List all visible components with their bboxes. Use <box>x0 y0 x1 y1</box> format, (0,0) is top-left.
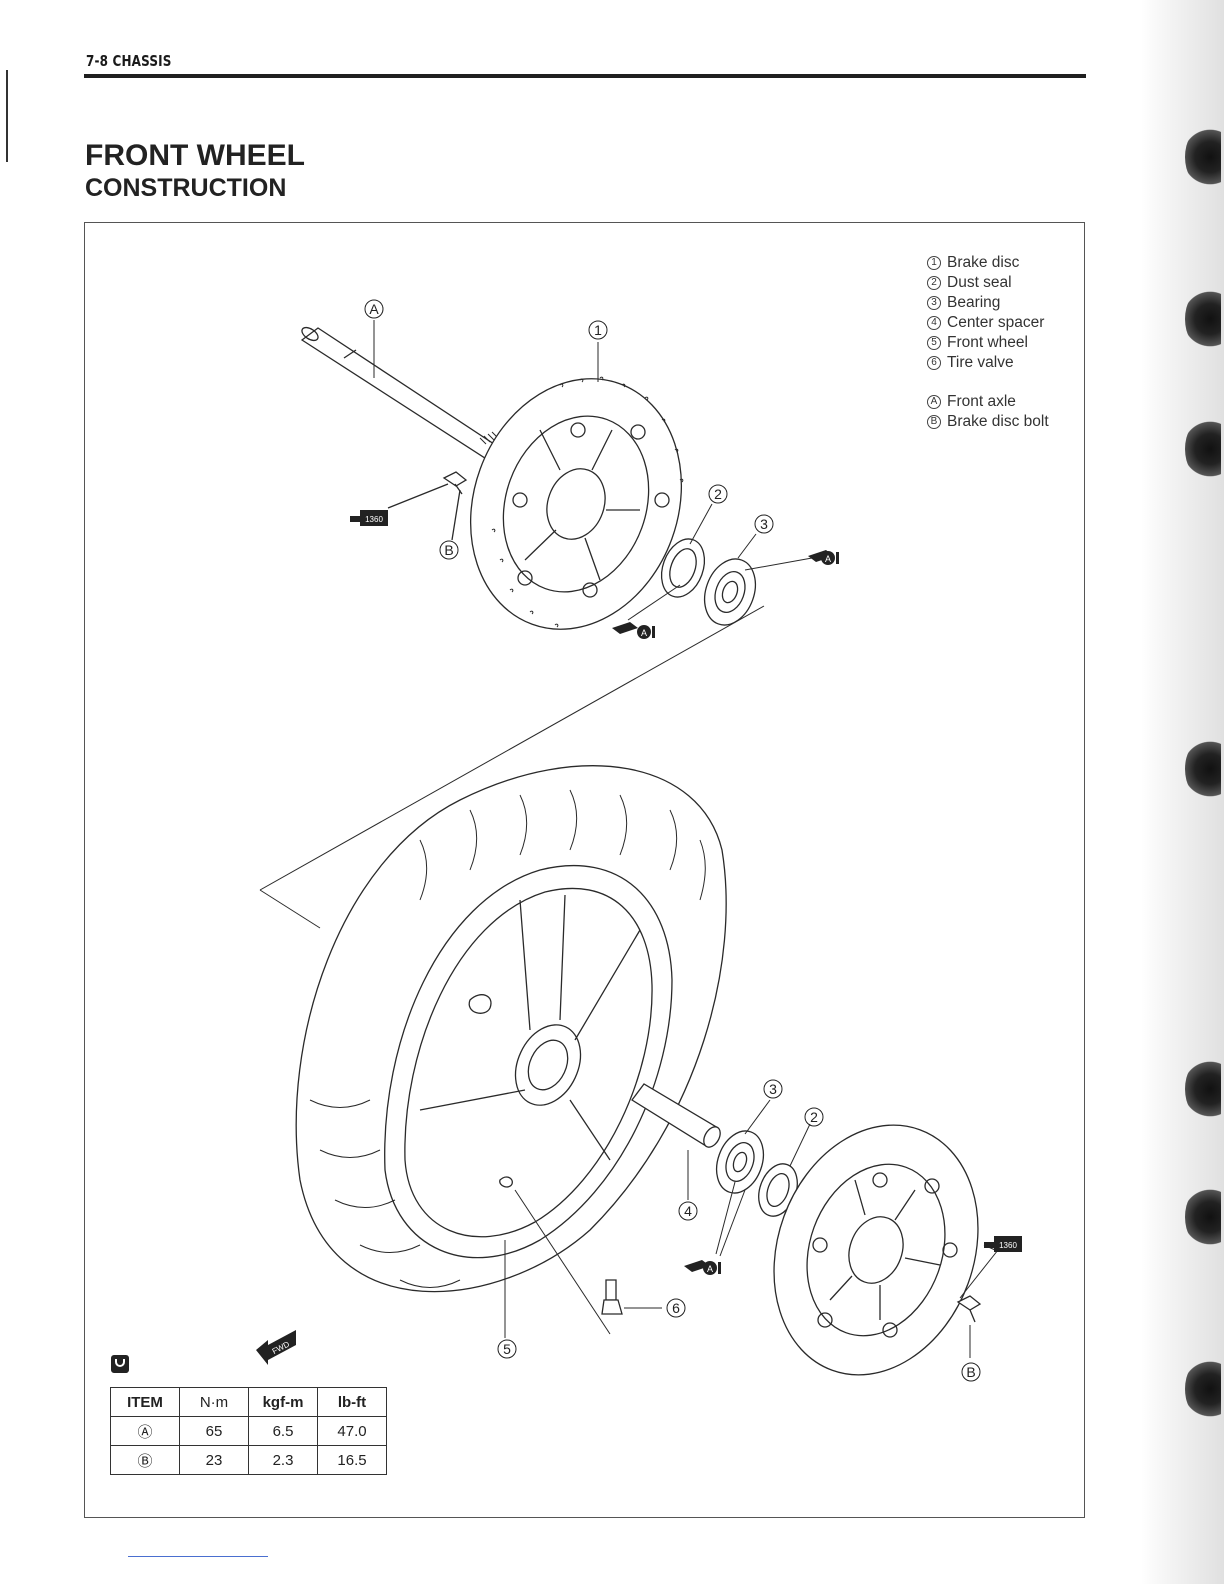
table-row: Ⓐ 65 6.5 47.0 <box>111 1417 387 1446</box>
torque-wrench-icon <box>111 1355 129 1373</box>
front-axle <box>300 325 500 460</box>
table-cell: Ⓐ <box>111 1417 180 1446</box>
torque-table: ITEM N·m kgf-m lb-ft Ⓐ 65 6.5 47.0 Ⓑ 23 … <box>110 1387 387 1475</box>
grease-icon: A <box>612 622 655 639</box>
table-cell: 6.5 <box>249 1417 318 1446</box>
svg-text:A: A <box>825 554 831 564</box>
grease-icon: A <box>808 550 839 565</box>
brake-disc-bolt-upper <box>388 472 466 540</box>
binder-hole <box>1185 128 1221 186</box>
table-cell: 23 <box>180 1446 249 1475</box>
table-row: Ⓑ 23 2.3 16.5 <box>111 1446 387 1475</box>
fwd-arrow-icon: FWD <box>256 1330 296 1365</box>
column-header: N·m <box>180 1388 249 1417</box>
callout-6: 6 <box>672 1300 680 1316</box>
thread-lock-icon: 1360 <box>350 510 388 526</box>
callout-a: A <box>369 301 379 317</box>
callout-5: 5 <box>503 1341 511 1357</box>
brake-disc-lower <box>740 1096 1012 1404</box>
table-cell: Ⓑ <box>111 1446 180 1475</box>
grease-icon: A <box>684 1260 721 1275</box>
thread-lock-icon: 1360 <box>984 1236 1022 1252</box>
svg-text:1360: 1360 <box>365 515 383 524</box>
brake-disc-upper <box>436 349 715 659</box>
svg-text:A: A <box>641 628 647 638</box>
table-cell: 65 <box>180 1417 249 1446</box>
column-header: lb-ft <box>318 1388 387 1417</box>
binder-hole <box>1185 1360 1221 1418</box>
table-cell: 16.5 <box>318 1446 387 1475</box>
callout-4: 4 <box>684 1203 692 1219</box>
binder-hole <box>1185 1060 1221 1118</box>
brake-disc-bolt-lower <box>958 1296 980 1322</box>
tire-valve <box>602 1280 622 1314</box>
callout-3-lower: 3 <box>769 1081 777 1097</box>
bottom-link-line <box>128 1556 268 1557</box>
table-cell: 2.3 <box>249 1446 318 1475</box>
callout-2-lower: 2 <box>810 1109 818 1125</box>
svg-text:A: A <box>707 1264 713 1274</box>
column-header: ITEM <box>111 1388 180 1417</box>
binder-hole <box>1185 1188 1221 1246</box>
svg-text:1360: 1360 <box>999 1241 1017 1250</box>
callout-2: 2 <box>714 486 722 502</box>
bearing-upper <box>696 552 764 632</box>
table-cell: 47.0 <box>318 1417 387 1446</box>
binder-hole <box>1185 420 1221 478</box>
callout-3: 3 <box>760 516 768 532</box>
callout-b: B <box>444 542 453 558</box>
column-header: kgf-m <box>249 1388 318 1417</box>
binder-hole <box>1185 740 1221 798</box>
binder-hole <box>1185 290 1221 348</box>
callout-1: 1 <box>594 322 602 338</box>
callout-b-lower: B <box>966 1364 975 1380</box>
table-header-row: ITEM N·m kgf-m lb-ft <box>111 1388 387 1417</box>
front-wheel <box>296 766 726 1292</box>
